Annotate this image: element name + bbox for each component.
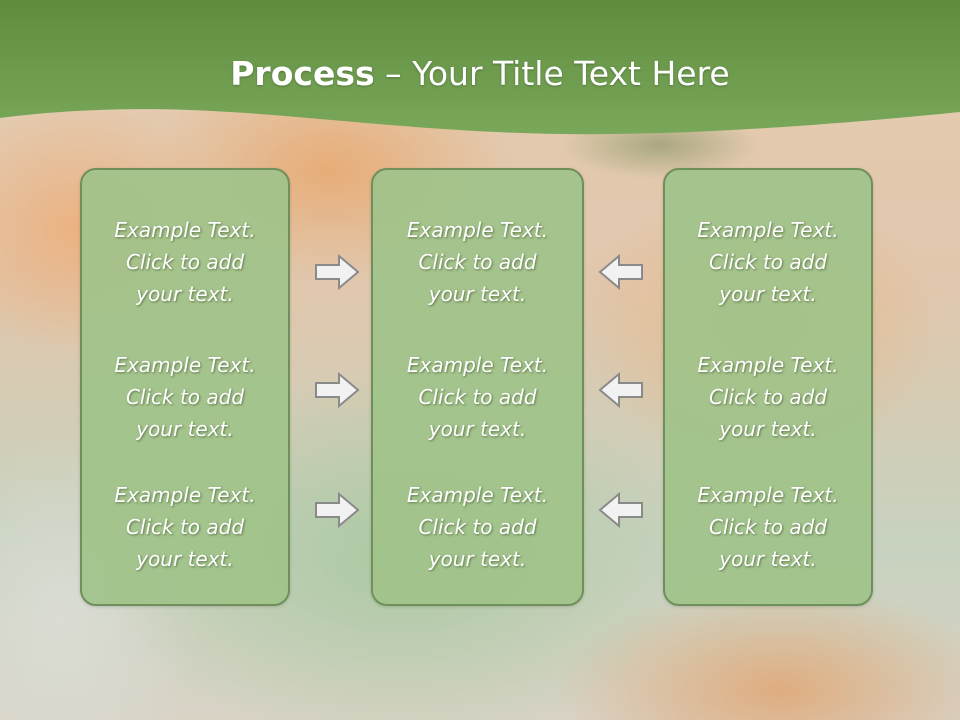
line: Click to add xyxy=(418,250,537,274)
left-panel[interactable]: Example Text. Click to add your text. Ex… xyxy=(80,168,290,606)
line: Example Text. xyxy=(697,483,839,507)
line: Example Text. xyxy=(114,353,256,377)
line: Example Text. xyxy=(406,218,549,242)
line: your text. xyxy=(428,547,527,571)
line: your text. xyxy=(428,282,527,306)
line: Click to add xyxy=(418,515,537,539)
line: your text. xyxy=(136,417,234,441)
arrow-left-icon xyxy=(598,491,643,529)
right-panel[interactable]: Example Text. Click to add your text. Ex… xyxy=(663,168,873,606)
text-placeholder[interactable]: Example Text. Click to add your text. xyxy=(665,349,871,445)
line: Click to add xyxy=(125,250,245,274)
header-banner xyxy=(0,0,960,135)
text-placeholder[interactable]: Example Text. Click to add your text. xyxy=(82,479,288,575)
title-rest: – Your Title Text Here xyxy=(374,54,730,93)
arrow-right-icon xyxy=(315,491,360,529)
text-placeholder[interactable]: Example Text. Click to add your text. xyxy=(82,214,288,310)
line: Example Text. xyxy=(697,218,839,242)
arrow-left-icon xyxy=(598,371,643,409)
center-panel[interactable]: Example Text. Click to add your text. Ex… xyxy=(371,168,584,606)
line: Click to add xyxy=(125,385,245,409)
line: your text. xyxy=(719,282,817,306)
line: your text. xyxy=(719,547,817,571)
line: your text. xyxy=(136,282,234,306)
line: your text. xyxy=(428,417,527,441)
text-placeholder[interactable]: Example Text. Click to add your text. xyxy=(82,349,288,445)
line: Example Text. xyxy=(406,483,549,507)
line: Example Text. xyxy=(114,218,256,242)
line: your text. xyxy=(719,417,817,441)
text-placeholder[interactable]: Example Text. Click to add your text. xyxy=(665,479,871,575)
line: Click to add xyxy=(125,515,245,539)
text-placeholder[interactable]: Example Text. Click to add your text. xyxy=(665,214,871,310)
line: Click to add xyxy=(708,385,828,409)
arrow-right-icon xyxy=(315,253,360,291)
line: Example Text. xyxy=(697,353,839,377)
line: Click to add xyxy=(418,385,537,409)
line: Click to add xyxy=(708,250,828,274)
page-title: Process – Your Title Text Here xyxy=(0,52,960,96)
line: Example Text. xyxy=(406,353,549,377)
line: your text. xyxy=(136,547,234,571)
line: Example Text. xyxy=(114,483,256,507)
text-placeholder[interactable]: Example Text. Click to add your text. xyxy=(373,349,582,445)
arrow-right-icon xyxy=(315,371,360,409)
line: Click to add xyxy=(708,515,828,539)
text-placeholder[interactable]: Example Text. Click to add your text. xyxy=(373,214,582,310)
text-placeholder[interactable]: Example Text. Click to add your text. xyxy=(373,479,582,575)
title-bold: Process xyxy=(230,54,375,93)
arrow-left-icon xyxy=(598,253,643,291)
